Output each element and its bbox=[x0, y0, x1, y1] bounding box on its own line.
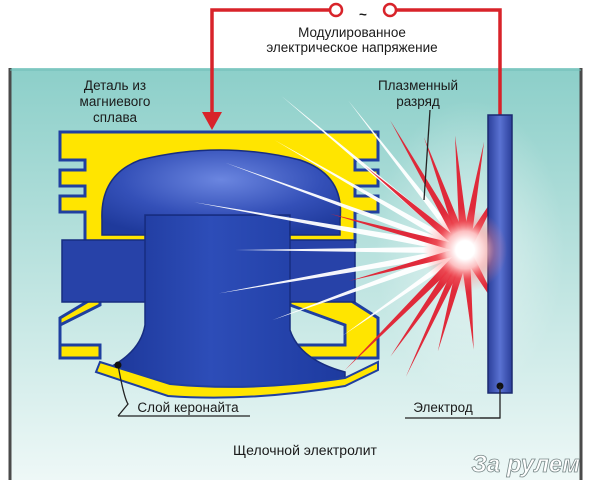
terminal-right bbox=[382, 2, 398, 18]
electrolyte-label: Щелочной электролит bbox=[233, 442, 378, 458]
terminal-left bbox=[328, 2, 344, 18]
coating-bottom bbox=[94, 360, 379, 399]
part-label-2: магниевого bbox=[80, 94, 151, 109]
electrode-label: Электрод bbox=[413, 400, 473, 415]
power-circuit bbox=[210, 8, 502, 118]
wire-left bbox=[210, 8, 330, 118]
coating-pointer-dot bbox=[114, 361, 122, 369]
part-head bbox=[101, 149, 342, 236]
plasma-ray bbox=[218, 246, 466, 294]
plasma-ray bbox=[194, 202, 466, 254]
power-supply-label-1: Модулированное bbox=[298, 25, 406, 40]
watermark-logo: За рулем bbox=[471, 451, 580, 478]
leader-lines bbox=[117, 109, 501, 419]
part-label-3: сплава bbox=[93, 110, 137, 125]
plasma-ray bbox=[235, 246, 465, 254]
power-supply-label-2: электрическое напряжение bbox=[266, 40, 437, 55]
plasma-ray bbox=[274, 140, 467, 254]
plasma-ray bbox=[225, 162, 467, 254]
leader-coating bbox=[117, 364, 129, 417]
plasma-label-1: Плазменный bbox=[378, 78, 458, 93]
wire-arrow bbox=[202, 112, 222, 130]
plasma-discharge bbox=[423, 208, 507, 292]
plasma-ray bbox=[348, 100, 468, 253]
tilde-symbol: ~ bbox=[359, 7, 367, 22]
leader-plasma bbox=[423, 109, 431, 201]
plasma-label-2: разряд bbox=[396, 94, 440, 109]
coating-label: Слой керонайта bbox=[137, 400, 239, 415]
wire-right bbox=[396, 8, 502, 115]
part-label-1: Деталь из bbox=[84, 78, 146, 93]
